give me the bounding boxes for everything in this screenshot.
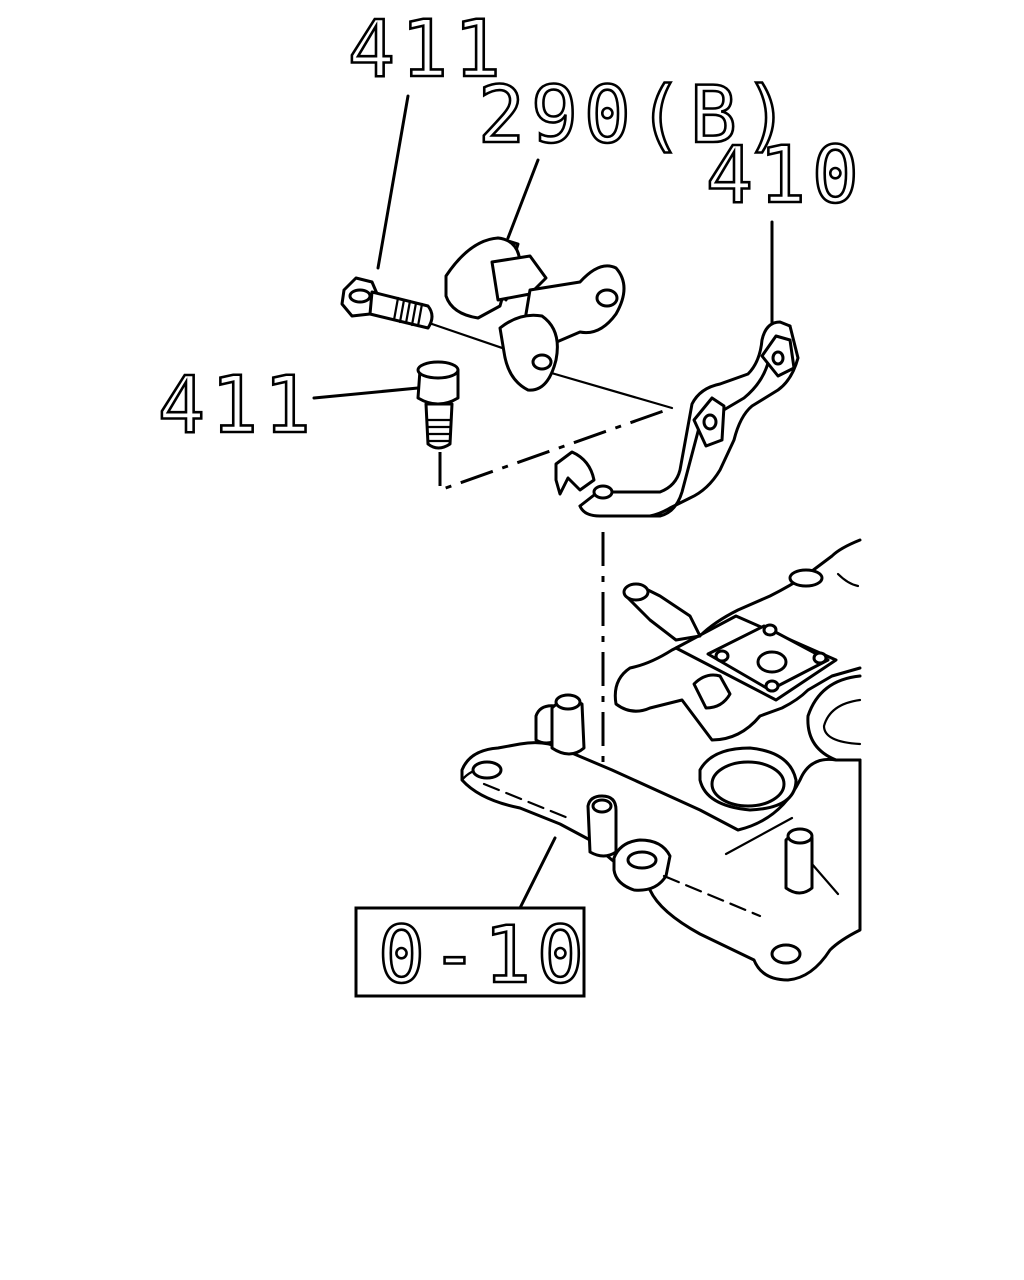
pivot-axis (546, 370, 674, 410)
bolt-axis-left (438, 406, 673, 493)
callout-290b: 290(B) (478, 71, 796, 161)
leader-290b (506, 158, 540, 240)
callout-411-top: 411 (348, 5, 507, 95)
bolt-axis-top (430, 322, 516, 354)
sensor-290b (444, 236, 626, 392)
callout-411-left: 411 (158, 361, 317, 451)
leader-411-top (376, 94, 410, 270)
bracket-410 (554, 320, 800, 518)
leader-0-10 (518, 836, 557, 910)
callout-410: 410 (706, 131, 865, 221)
leader-411-left (312, 386, 420, 400)
engine-housing (460, 538, 862, 982)
reference-box-0-10[interactable]: 0-10 (354, 906, 590, 1002)
reference-box-frame (354, 906, 586, 998)
assembly-lines (430, 322, 674, 800)
reference-box-label: 0-10 (378, 911, 590, 1001)
bolt-411-left (416, 360, 460, 450)
leader-lines (312, 94, 774, 910)
bolt-411-top (340, 276, 434, 330)
